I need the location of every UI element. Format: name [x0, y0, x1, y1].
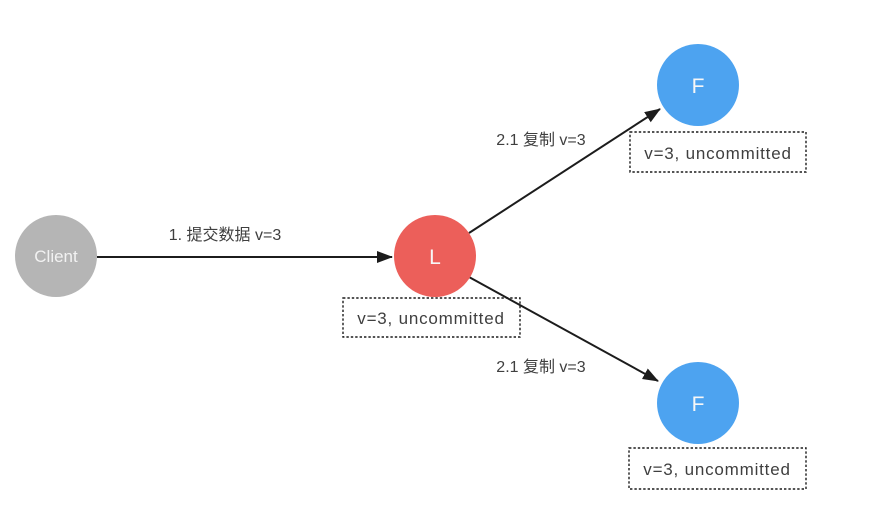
follower-top-node-circle [657, 44, 739, 126]
follower-bottom-node: F [657, 362, 739, 444]
follower-top-node: F [657, 44, 739, 126]
leader-node-circle [394, 215, 476, 297]
leader-state-box: v=3, uncommitted [342, 297, 521, 338]
edge-label-replicate-top: 2.1 复制 v=3 [496, 131, 585, 149]
arrow-leader-to-follower-bottom [468, 276, 659, 382]
follower-top-state-box: v=3, uncommitted [629, 131, 807, 173]
leader-state-label: v=3, uncommitted [357, 309, 504, 328]
leader-node-label: L [429, 246, 441, 269]
leader-state-box-border [342, 297, 521, 338]
edge-label-replicate-bottom: 2.1 复制 v=3 [496, 358, 585, 376]
follower-bottom-state-box-border [628, 447, 807, 490]
client-node-label: Client [34, 247, 78, 266]
follower-bottom-state-box: v=3, uncommitted [628, 447, 807, 490]
arrow-leader-to-follower-top [468, 108, 661, 234]
client-node-circle [15, 215, 97, 297]
leader-node: L [394, 215, 476, 297]
follower-bottom-node-circle [657, 362, 739, 444]
follower-bottom-node-label: F [692, 393, 705, 416]
edge-label-submit-data: 1. 提交数据 v=3 [169, 226, 282, 244]
follower-top-state-label: v=3, uncommitted [644, 144, 791, 163]
follower-bottom-state-label: v=3, uncommitted [643, 460, 790, 479]
client-node: Client [15, 215, 97, 297]
follower-top-node-label: F [692, 75, 705, 98]
follower-top-state-box-border [629, 131, 807, 173]
